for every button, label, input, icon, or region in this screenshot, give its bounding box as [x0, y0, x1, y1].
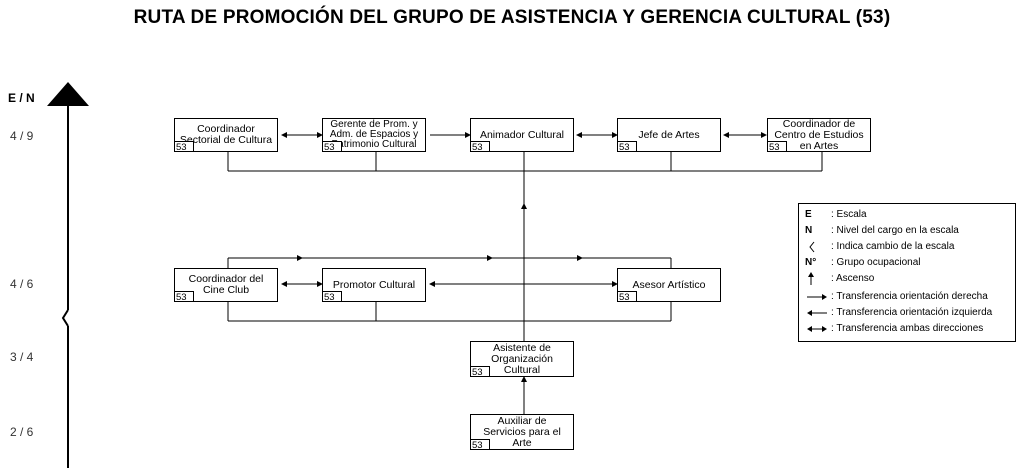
scale-change-mark [61, 309, 69, 327]
scale-change-icon [805, 241, 831, 253]
box-label: Promotor Cultural [332, 278, 416, 291]
legend-text: : Grupo ocupacional [831, 257, 921, 268]
level-label-3-4: 3 / 4 [10, 350, 34, 364]
legend-text: : Transferencia ambas direcciones [831, 323, 984, 334]
box-label: Asistente de Organización Cultural [491, 341, 553, 376]
box-label: Coordinador del Cine Club [188, 273, 264, 296]
legend-text: : Transferencia orientación derecha [831, 291, 988, 302]
legend-text: : Nivel del cargo en la escala [831, 225, 959, 236]
legend-item: N : Nivel del cargo en la escala [805, 224, 959, 238]
group-code: 53 [174, 141, 194, 153]
legend-item: : Ascenso [805, 272, 874, 286]
level-label-4-9: 4 / 9 [10, 129, 34, 143]
box-asistente-organizacion: Asistente de Organización Cultural 53 [470, 341, 574, 378]
legend-text: : Escala [831, 209, 867, 220]
box-label: Gerente de Prom. y Adm. de Espacios y Pa… [329, 119, 419, 150]
axis-arrow-head [47, 82, 89, 106]
level-label-4-6: 4 / 6 [10, 277, 34, 291]
legend-item: : Transferencia orientación derecha [805, 290, 988, 304]
legend: E : Escala N : Nivel del cargo en la esc… [798, 203, 1016, 342]
box-coordinador-centro: Coordinador de Centro de Estudios en Art… [767, 117, 871, 153]
group-code: 53 [470, 366, 490, 378]
axis-label: E / N [8, 91, 35, 105]
legend-symbol: N° [805, 257, 817, 268]
box-label: Asesor Artístico [632, 278, 706, 291]
group-code: 53 [322, 291, 342, 303]
group-code: 53 [767, 141, 787, 153]
legend-item: N° : Grupo ocupacional [805, 256, 921, 270]
legend-text: : Indica cambio de la escala [831, 241, 955, 252]
both-arrow-icon [805, 325, 831, 333]
box-label: Coordinador Sectorial de Cultura [179, 123, 273, 146]
right-arrow-icon [805, 293, 831, 301]
group-code: 53 [617, 291, 637, 303]
box-promotor-cultural: Promotor Cultural 53 [322, 268, 426, 303]
diagram-title: RUTA DE PROMOCIÓN DEL GRUPO DE ASISTENCI… [133, 7, 891, 28]
left-arrow-icon [805, 309, 831, 317]
box-jefe-artes: Jefe de Artes 53 [617, 118, 721, 153]
box-gerente-promocion: Gerente de Prom. y Adm. de Espacios y Pa… [322, 118, 426, 153]
box-animador-cultural: Animador Cultural 53 [470, 118, 574, 153]
box-auxiliar-servicios: Auxiliar de Servicios para el Arte 53 [470, 414, 574, 451]
box-label: Jefe de Artes [638, 128, 700, 141]
box-asesor-artistico: Asesor Artístico 53 [617, 268, 721, 303]
box-coordinador-sectorial: Coordinador Sectorial de Cultura 53 [174, 118, 278, 153]
box-label: Coordinador de Centro de Estudios en Art… [774, 117, 864, 152]
group-code: 53 [470, 141, 490, 153]
box-coordinador-cine-club: Coordinador del Cine Club 53 [174, 268, 278, 303]
up-arrow-icon [805, 272, 831, 286]
legend-text: : Ascenso [831, 273, 875, 284]
group-code: 53 [174, 291, 194, 303]
legend-item: : Indica cambio de la escala [805, 240, 954, 254]
legend-item: E : Escala [805, 208, 867, 222]
group-code: 53 [470, 439, 490, 451]
legend-symbol: E [805, 209, 812, 220]
legend-text: : Transferencia orientación izquierda [831, 307, 993, 318]
legend-item: : Transferencia ambas direcciones [805, 322, 983, 336]
box-label: Auxiliar de Servicios para el Arte [483, 414, 561, 449]
level-label-2-6: 2 / 6 [10, 425, 34, 439]
group-code: 53 [617, 141, 637, 153]
legend-item: : Transferencia orientación izquierda [805, 306, 992, 320]
scale-axis [47, 82, 89, 468]
box-label: Animador Cultural [479, 128, 565, 141]
legend-symbol: N [805, 225, 813, 236]
group-code: 53 [322, 141, 342, 153]
